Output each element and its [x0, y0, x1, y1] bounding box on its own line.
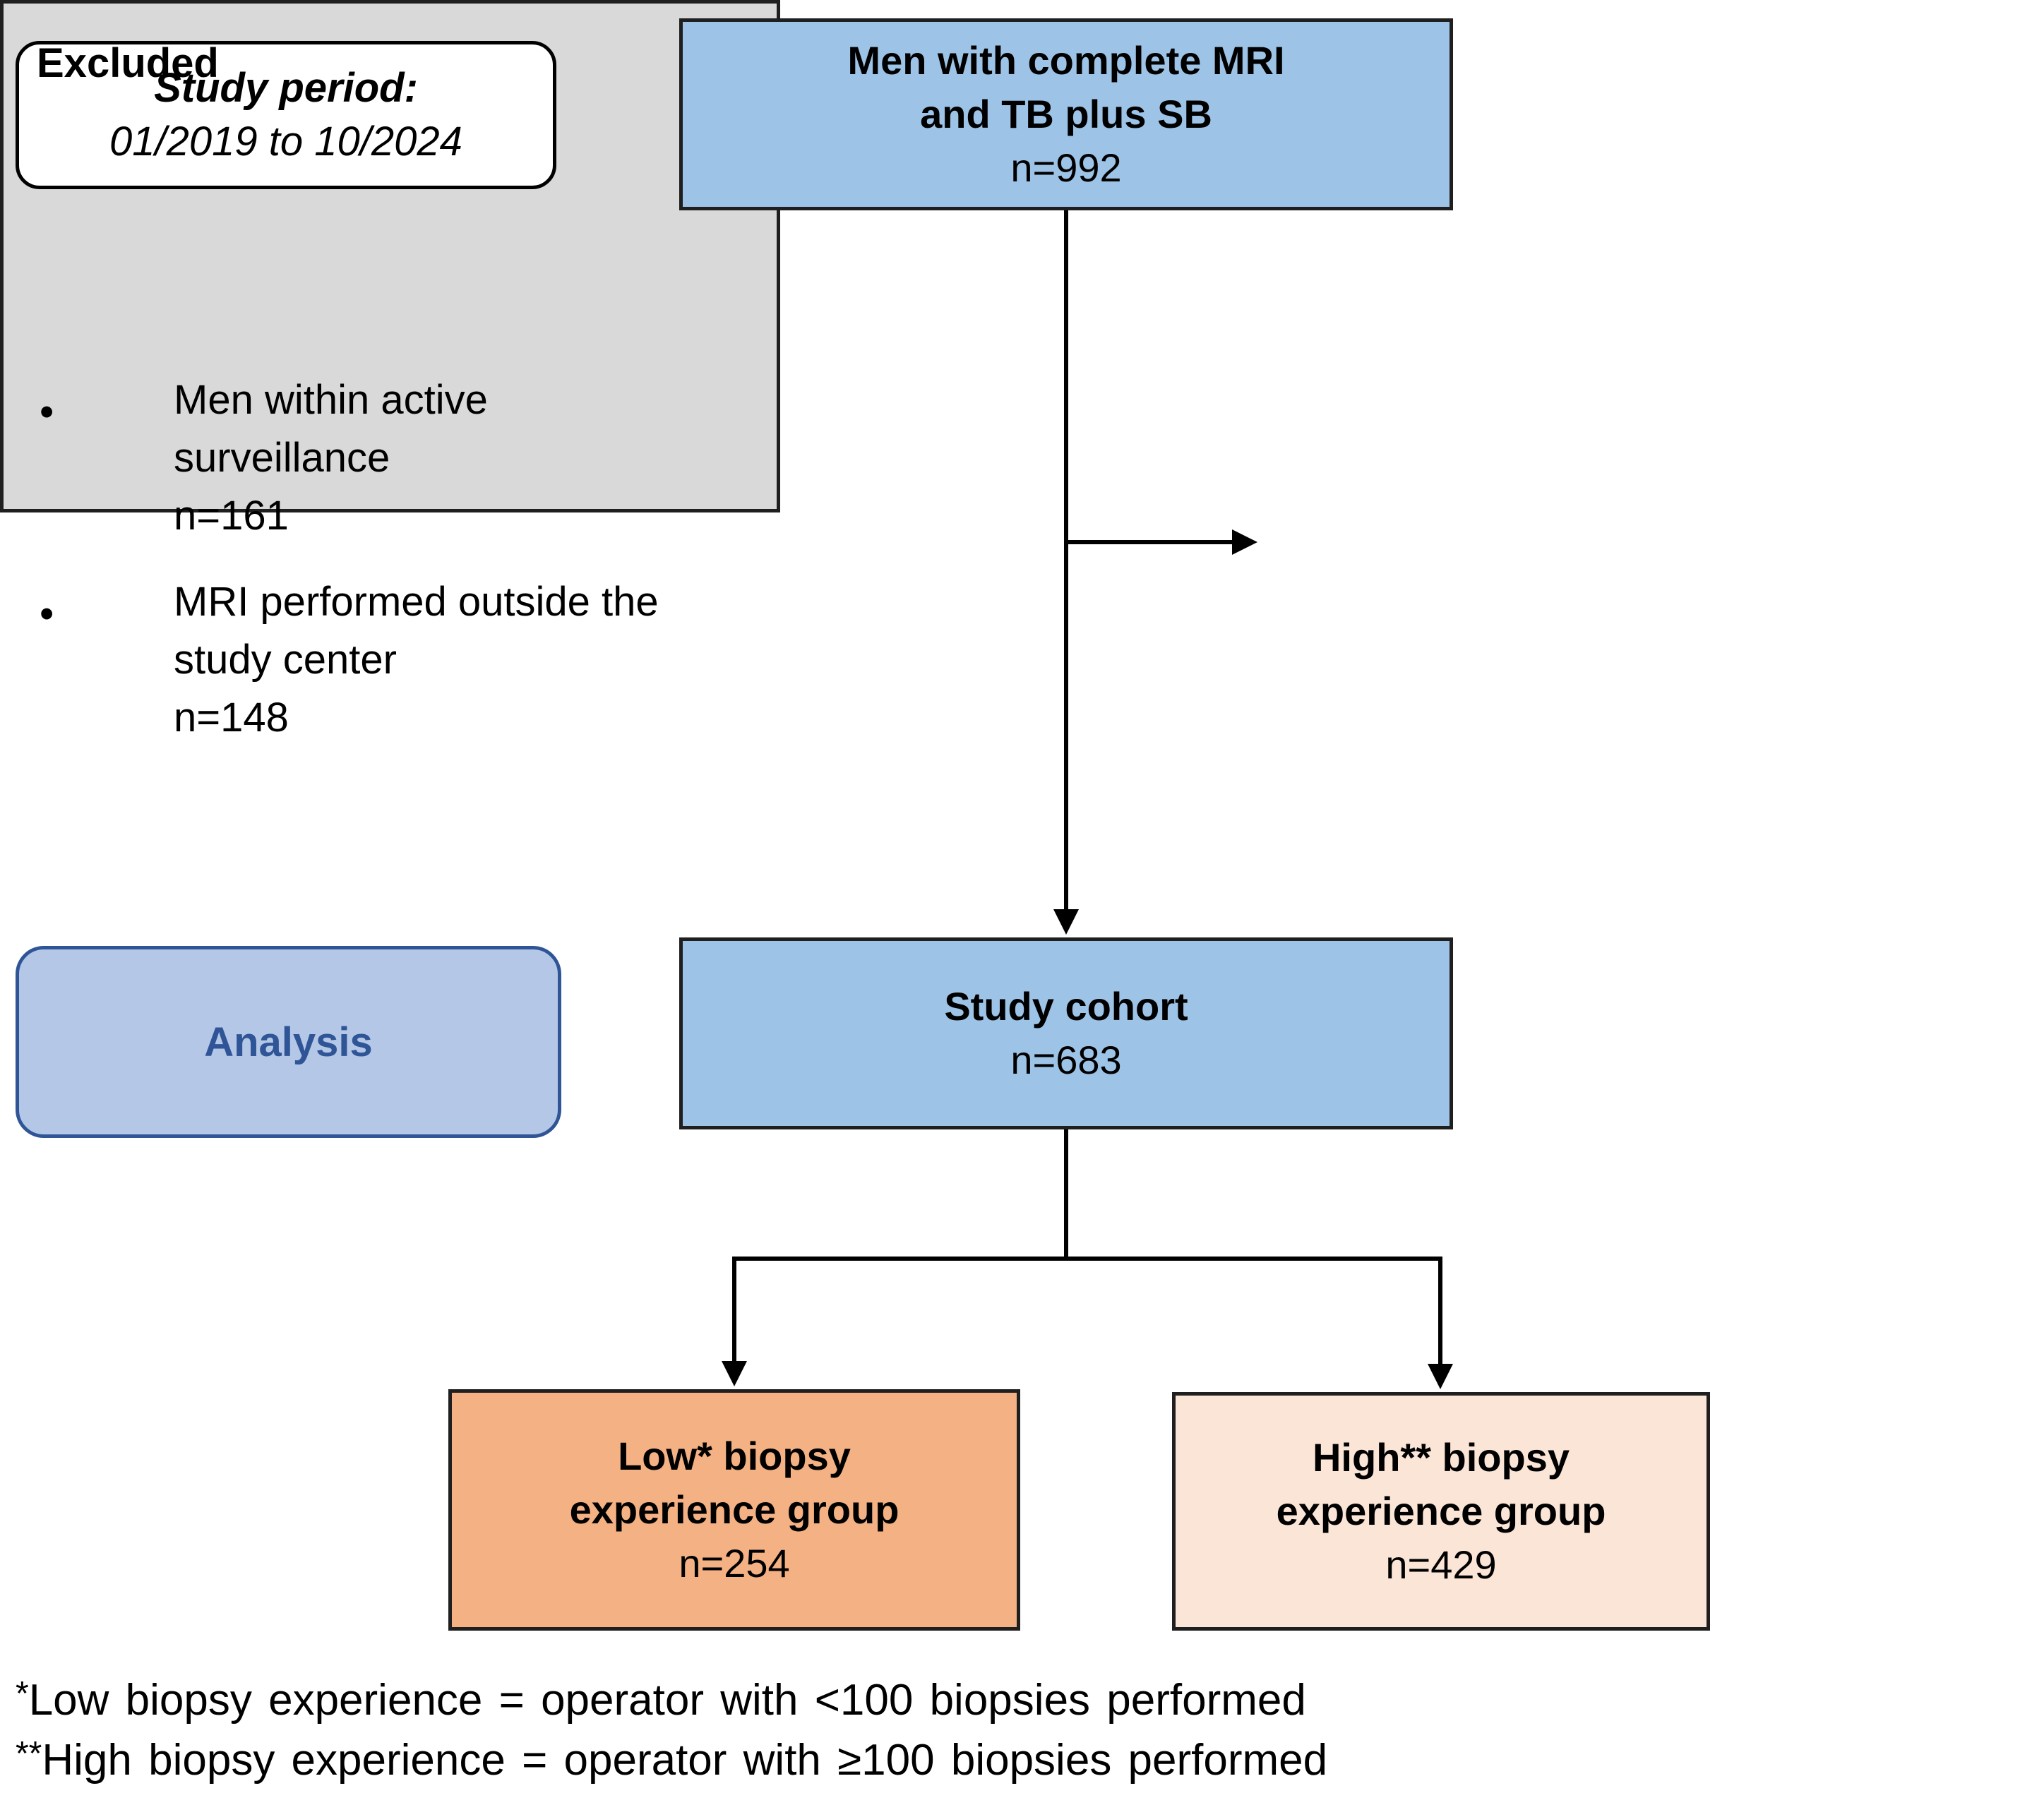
excluded-item-1-line-1: Men within active — [174, 377, 488, 423]
analysis-label: Analysis — [204, 1019, 373, 1065]
cohort-title: Study cohort — [944, 984, 1188, 1029]
low-experience-group-box: Low* biopsy experience group n=254 — [448, 1389, 1020, 1631]
footnote-high-definition: **High biopsy experience = operator with… — [16, 1726, 1327, 1789]
total-line-1: Men with complete MRI — [847, 38, 1285, 83]
footnote-1-text: Low biopsy experience = operator with <1… — [28, 1676, 1306, 1725]
analysis-stage-label: Analysis — [16, 946, 561, 1138]
bullet-icon: • — [40, 591, 54, 637]
high-group-line-1: High** biopsy — [1312, 1435, 1570, 1480]
total-count: n=992 — [1010, 145, 1122, 190]
footnote-2-text: High biopsy experience = operator with ≥… — [42, 1736, 1328, 1785]
low-group-count: n=254 — [679, 1541, 790, 1585]
high-group-line-2: experience group — [1276, 1489, 1606, 1533]
study-cohort-box: Study cohort n=683 — [679, 937, 1453, 1129]
total-population-box: Men with complete MRI and TB plus SB n=9… — [679, 18, 1453, 210]
bullet-icon: • — [40, 389, 54, 435]
low-group-line-2: experience group — [569, 1487, 900, 1532]
excluded-item-2-count: n=148 — [174, 695, 289, 740]
excluded-item-1-line-2: surveillance — [174, 435, 390, 481]
excluded-title: Excluded — [37, 40, 219, 86]
study-period-label: Study period: — [154, 65, 418, 111]
high-experience-group-box: High** biopsy experience group n=429 — [1172, 1392, 1710, 1631]
low-group-line-1: Low* biopsy — [618, 1434, 851, 1478]
footnote-1-mark: * — [16, 1675, 29, 1713]
excluded-item-1-count: n=161 — [174, 493, 289, 539]
total-line-2: and TB plus SB — [920, 92, 1212, 136]
excluded-item-2-line-2: study center — [174, 637, 397, 683]
cohort-count: n=683 — [1010, 1038, 1122, 1082]
high-group-count: n=429 — [1385, 1542, 1497, 1587]
excluded-item-2-line-1: MRI performed outside the — [174, 579, 659, 625]
footnote-2-mark: ** — [16, 1735, 42, 1773]
footnote-low-definition: *Low biopsy experience = operator with <… — [16, 1666, 1306, 1729]
study-period-box: Study period: 01/2019 to 10/2024 — [16, 41, 556, 189]
study-period-range: 01/2019 to 10/2024 — [109, 119, 462, 164]
